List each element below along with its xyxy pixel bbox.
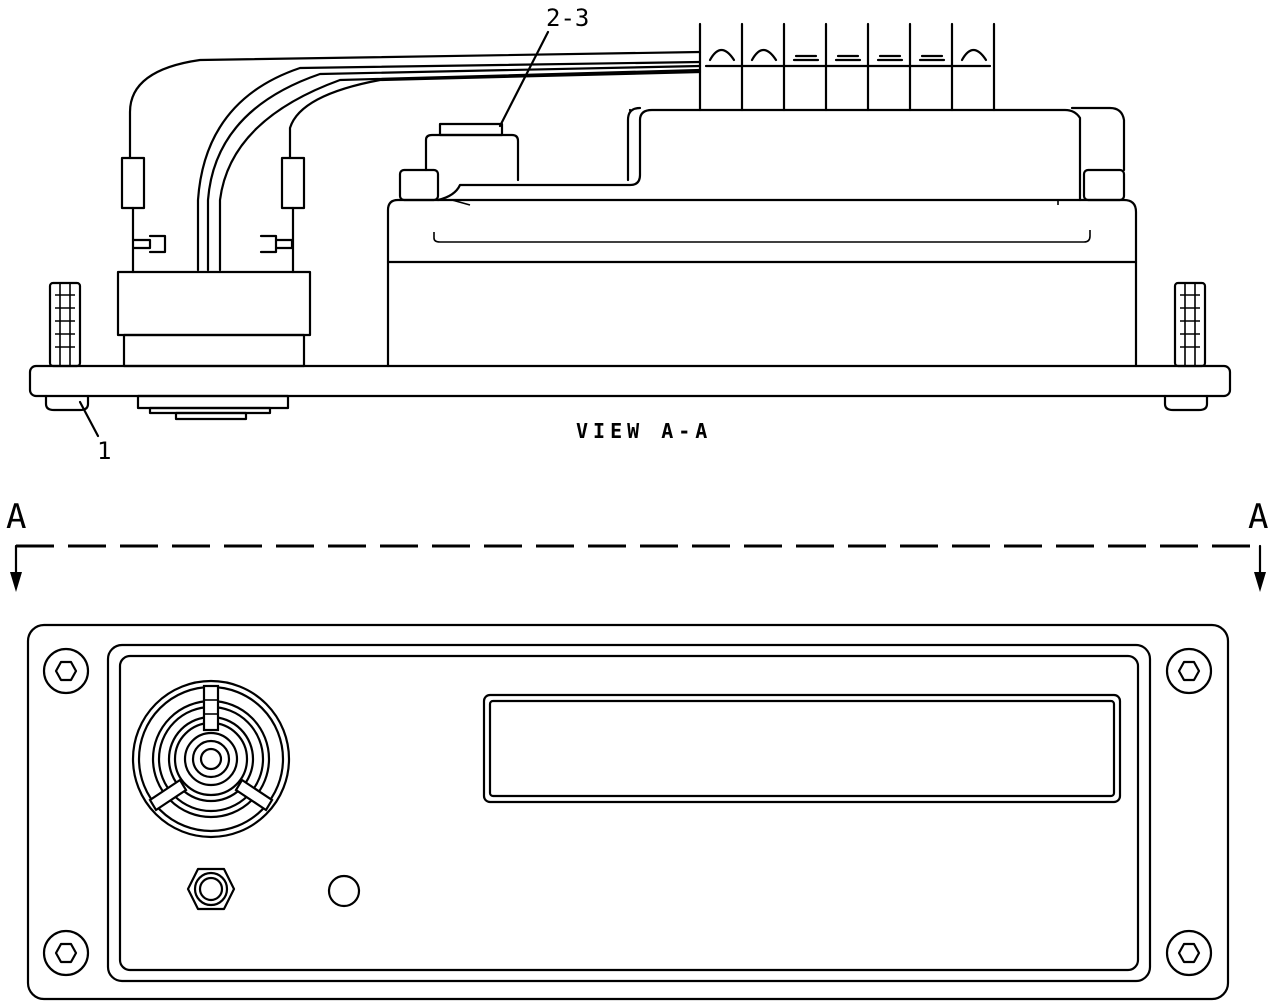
main-housing [386,106,1138,368]
section-line: A A [6,497,1268,592]
display-window-inner [488,699,1116,798]
section-label-left: A [6,497,26,537]
hex-screw-icon [1165,929,1213,977]
front-view [26,623,1230,1001]
left-mounting-stud [48,281,82,368]
terminal-screw [708,48,988,62]
indicator-led [327,874,361,908]
right-nut [1163,394,1209,412]
callout-1: 1 [78,400,111,465]
section-label-right: A [1248,497,1268,537]
connector-body [116,270,312,368]
arrow-down-icon [1254,572,1266,592]
callout-2-3-text: 2-3 [546,4,589,32]
bottom-connector [136,394,290,421]
front-bezel [106,643,1152,983]
right-mounting-stud [1173,281,1207,368]
front-outer-plate [26,623,1230,1001]
wire-harness [120,50,702,274]
front-bezel-inner [118,654,1140,972]
jack-connector-icon [186,867,236,911]
hex-screw-icon [1165,647,1213,695]
speaker-grille-icon [131,679,291,839]
terminal-strip [698,22,996,112]
view-title: VIEW A-A [576,419,712,443]
arrow-down-icon [10,572,22,592]
display-window [482,693,1122,804]
side-base-plate [28,364,1232,398]
hex-screw-icon [42,647,90,695]
callout-1-text: 1 [97,437,111,465]
hex-screw-icon [42,929,90,977]
side-view [28,22,1232,421]
left-nut [44,394,90,412]
callout-2-3: 2-3 [498,4,589,128]
